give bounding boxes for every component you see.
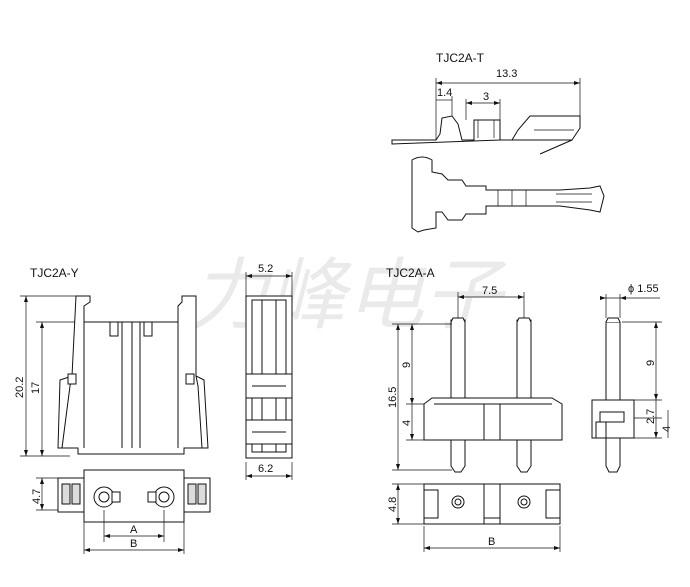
terminal-title: TJC2A-T [436,51,485,65]
header-dim-pitch: 7.5 [482,285,497,297]
header-dim-side-27: 2.7 [645,409,657,424]
header-dim-total: 16.5 [387,387,399,408]
housing-dim-top-width: 5.2 [258,263,273,275]
header-dim-diameter: ϕ 1.55 [628,283,659,295]
header-dim-pin: 9 [401,362,413,368]
housing-title: TJC2A-Y [30,266,79,280]
header-dim-b: B [488,536,495,548]
housing-dim-b: B [130,538,137,550]
housing-dim-body: 17 [30,382,42,394]
header-title: TJC2A-A [386,266,435,280]
header-drawing: TJC2A-A 7.5 16.5 9 4 [386,266,673,552]
header-dim-side-pin: 9 [645,360,657,366]
header-dim-side-4: 4 [661,426,673,432]
housing-dim-bottom: 4.7 [31,489,43,504]
terminal-drawing: TJC2A-T 13.3 1.4 3 [391,51,605,233]
terminal-dim-overall: 13.3 [496,68,517,80]
header-dim-base: 4 [401,420,413,426]
terminal-dim-middle: 3 [483,91,489,103]
housing-dim-total: 20.2 [14,377,26,398]
housing-dim-side-width: 6.2 [258,463,273,475]
housing-drawing: TJC2A-Y 20.2 17 5.2 [14,263,293,554]
housing-dim-a: A [130,524,138,536]
header-dim-bottom: 4.8 [387,497,399,512]
terminal-dim-tip: 1.4 [437,87,452,99]
